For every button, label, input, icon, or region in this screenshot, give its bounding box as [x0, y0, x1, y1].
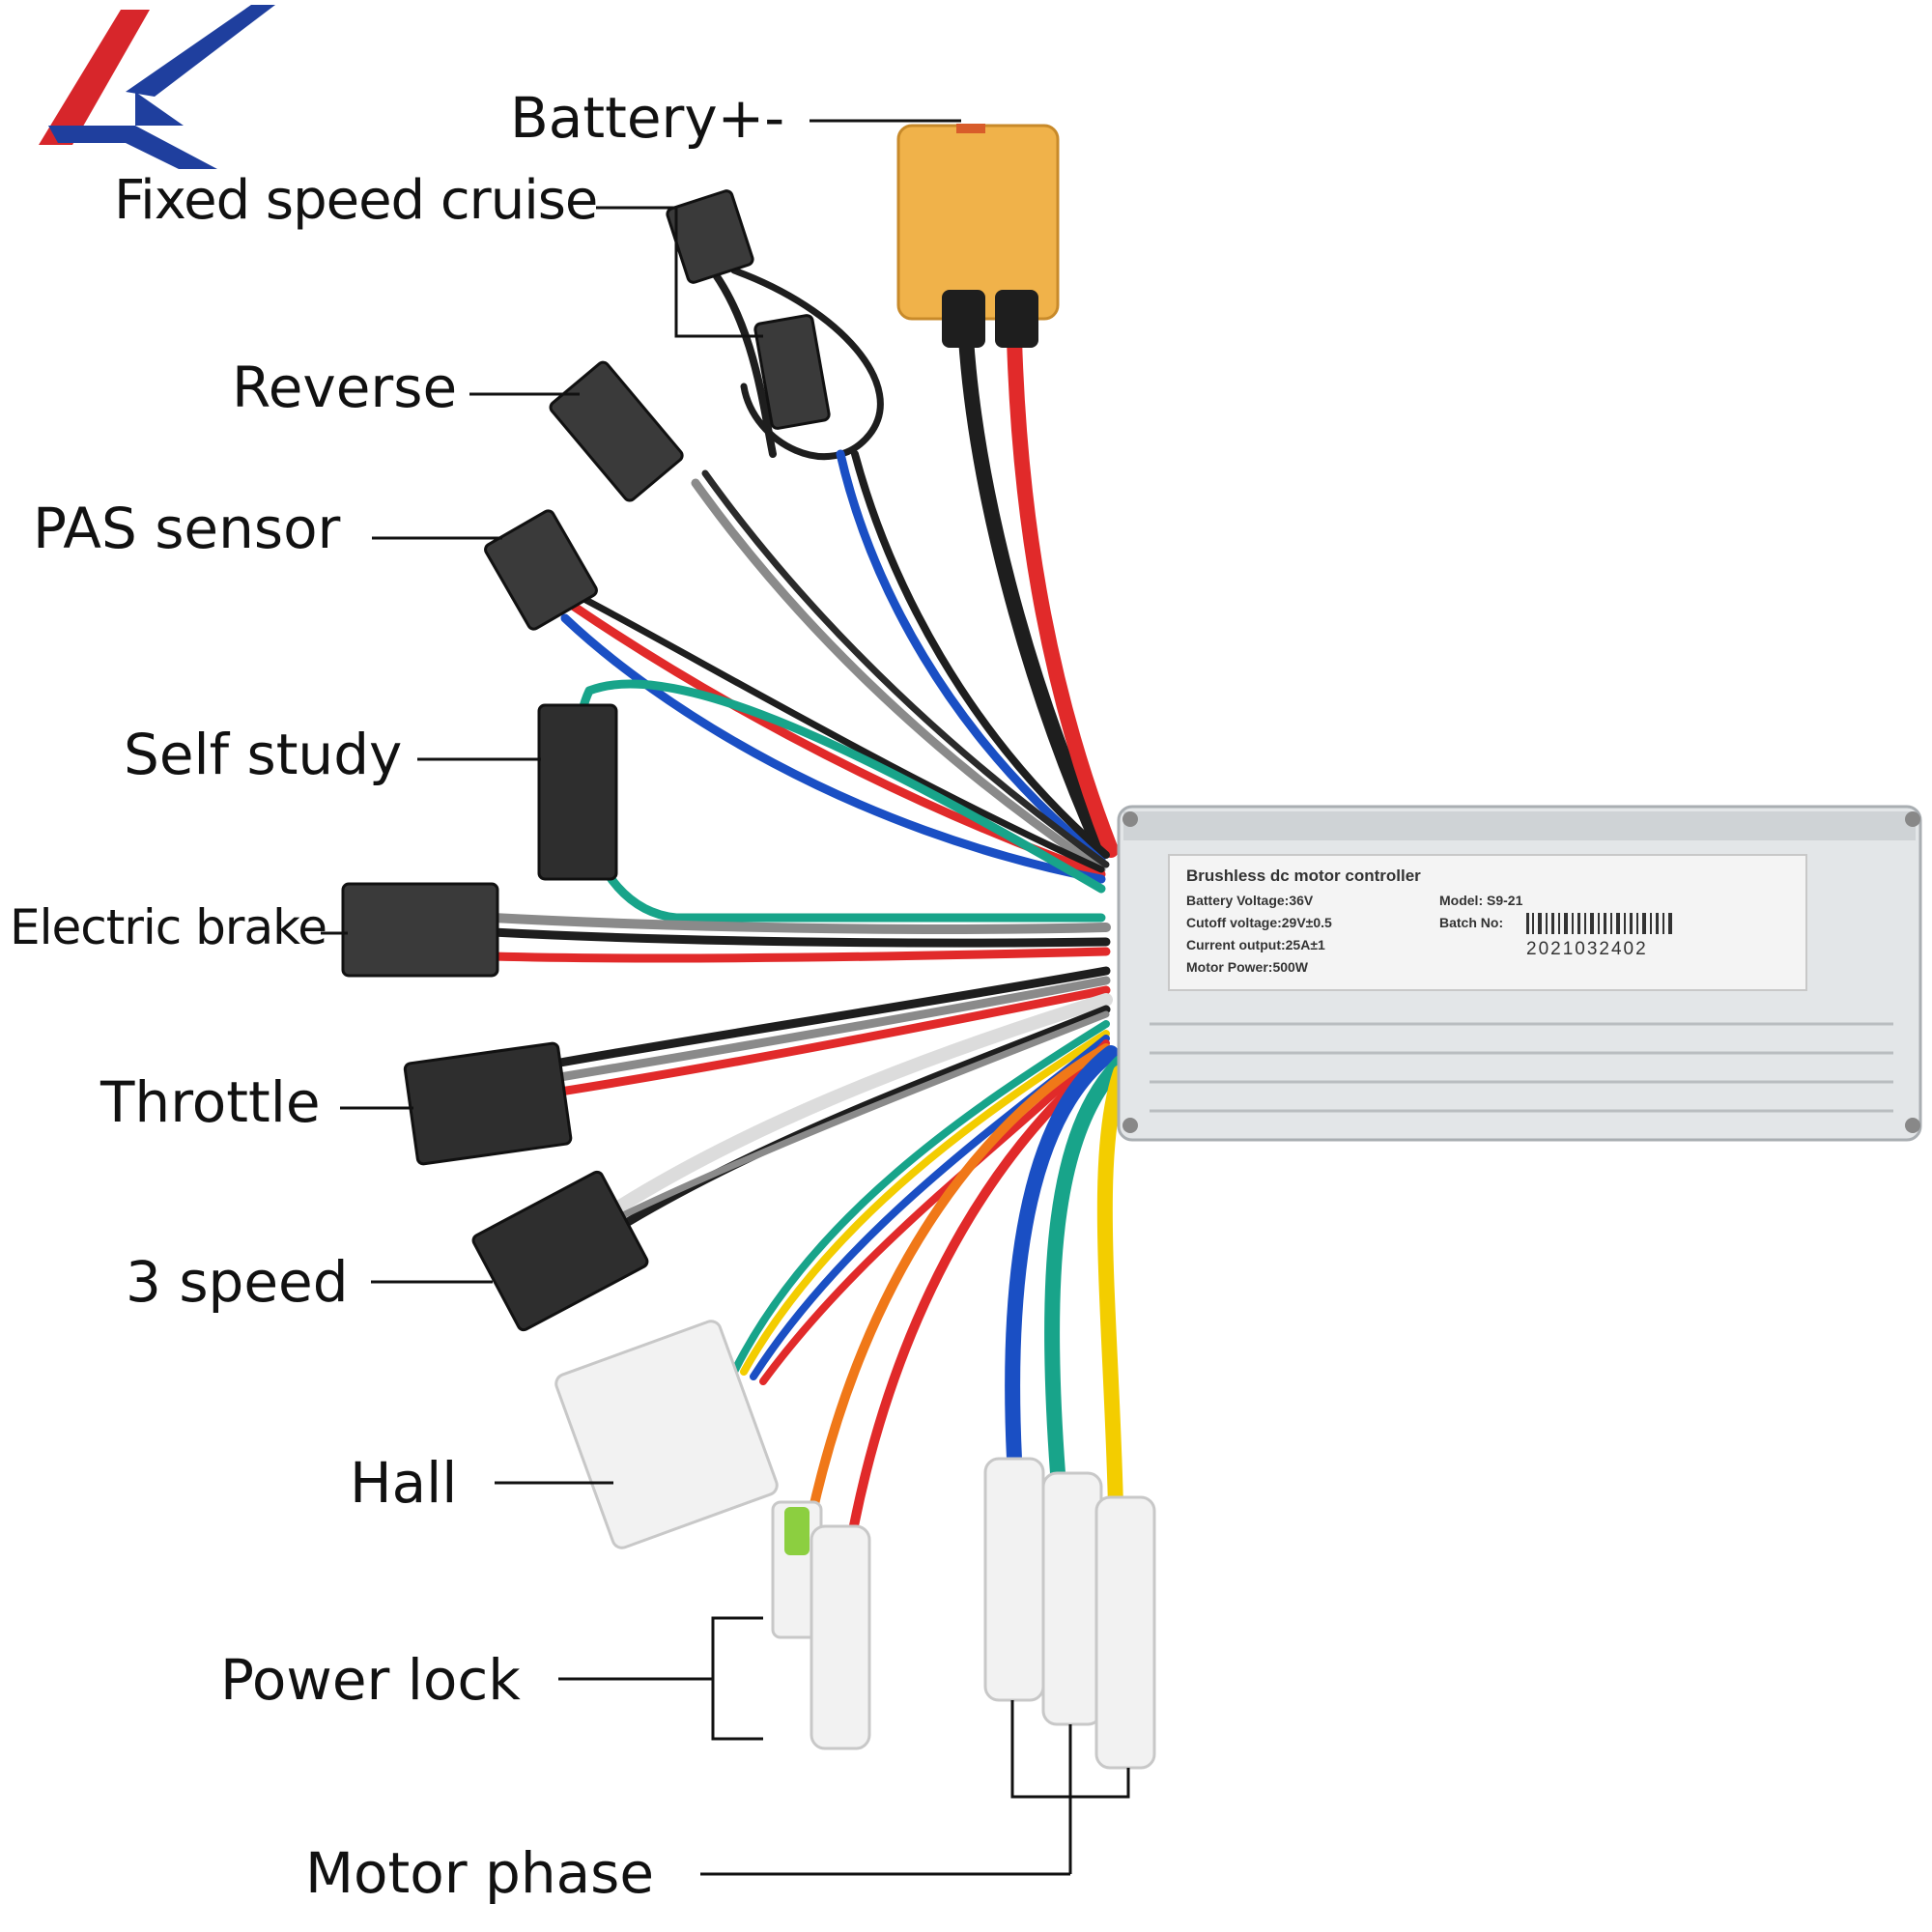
- plate-title: Brushless dc motor controller: [1186, 867, 1421, 885]
- speed-connector: [471, 1170, 649, 1332]
- battery-wire-red: [1007, 330, 1119, 858]
- plate-batch-number: 2021032402: [1526, 939, 1648, 959]
- label-fixed-speed-cruise: Fixed speed cruise: [114, 169, 598, 232]
- label-power-lock: Power lock: [220, 1647, 521, 1713]
- brake-connector: [341, 882, 499, 978]
- label-self-study: Self study: [124, 722, 403, 787]
- label-electric-brake: Electric brake: [10, 899, 327, 955]
- reverse-connector: [549, 360, 684, 502]
- plate-batch-label: Batch No:: [1439, 915, 1503, 930]
- label-3-speed: 3 speed: [126, 1249, 349, 1315]
- plate-battery-voltage: Battery Voltage:36V: [1186, 893, 1314, 908]
- plate-model: Model: S9-21: [1439, 893, 1523, 908]
- phase-wire-yellow: [1096, 1065, 1128, 1515]
- plate-motor-power: Motor Power:500W: [1186, 959, 1309, 975]
- controller-housing: [1117, 805, 1922, 1142]
- hall-wire-green: [730, 1020, 1110, 1376]
- reverse-wire-black: [701, 469, 1110, 868]
- throttle-connector: [403, 1041, 573, 1166]
- cruise-loop: [730, 267, 884, 461]
- self-study-connector: [537, 703, 618, 881]
- cruise-wire-blue: [836, 449, 1106, 865]
- label-hall: Hall: [350, 1450, 458, 1516]
- throttle-wire-gray: [555, 976, 1111, 1082]
- hall-wire-red: [759, 1039, 1110, 1385]
- logo-red-stroke: [39, 10, 150, 145]
- battery-connector: [896, 124, 1060, 348]
- plate-cutoff-voltage: Cutoff voltage:29V±0.5: [1186, 915, 1332, 930]
- pas-wire-blue: [560, 613, 1106, 884]
- power-lock-connector: [771, 1500, 871, 1750]
- phase-wire-green: [1044, 1055, 1128, 1481]
- speed-wire-gray: [619, 1010, 1110, 1219]
- brake-wire-gray: [488, 913, 1111, 934]
- logo-blue-top: [126, 5, 275, 97]
- pas-connector: [484, 509, 598, 631]
- brand-logo: [39, 5, 275, 169]
- plate-current-output: Current output:25A±1: [1186, 937, 1325, 952]
- logo-blue-bottom: [48, 126, 217, 169]
- brake-wire-red: [488, 947, 1111, 963]
- label-reverse: Reverse: [232, 355, 458, 420]
- label-battery: Battery+-: [510, 85, 785, 151]
- throttle-wire-red: [555, 985, 1111, 1096]
- reverse-wire-gray: [691, 478, 1106, 874]
- label-motor-phase: Motor phase: [305, 1840, 655, 1906]
- throttle-wire-black: [555, 966, 1111, 1067]
- cruise-wire-black2: [851, 450, 1110, 859]
- battery-wire-black: [958, 330, 1109, 858]
- brake-wire-black: [488, 927, 1111, 948]
- pas-wire-black: [571, 590, 1105, 873]
- speed-wire-white: [611, 993, 1113, 1214]
- phase-wire-blue: [1005, 1045, 1119, 1466]
- label-pas-sensor: PAS sensor: [33, 496, 341, 561]
- leader-lines: [321, 119, 1130, 1876]
- cruise-connector: [666, 189, 831, 430]
- logo-blue-wedge: [135, 92, 184, 126]
- barcode: [1526, 913, 1672, 934]
- motor-phase-connectors: [983, 1457, 1156, 1770]
- label-throttle: Throttle: [100, 1069, 321, 1135]
- power-lock-wire-orange: [807, 1043, 1111, 1521]
- hall-connector: [554, 1320, 779, 1549]
- hall-wire-yellow: [740, 1030, 1110, 1376]
